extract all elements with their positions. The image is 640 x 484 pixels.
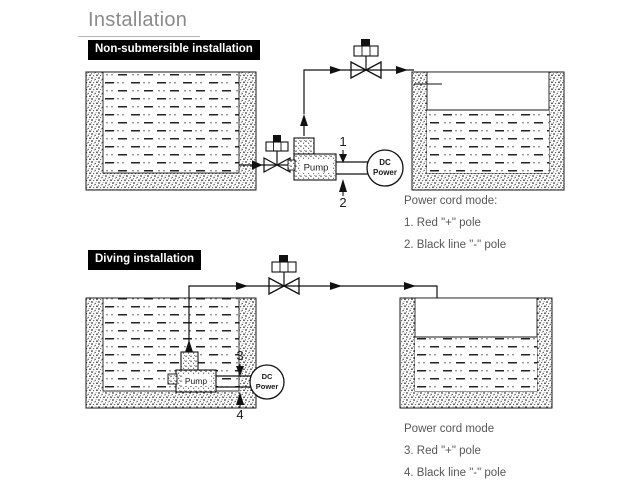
diagram-non-submersible: Pump xyxy=(85,39,565,210)
receiving-tank-2 xyxy=(399,297,553,409)
note-item: 1. Red "+" pole xyxy=(404,217,481,229)
note-power-cord-mode-2: Power cord mode 3. Red "+" pole 4. Black… xyxy=(404,418,506,484)
dc-power-label-line2: Power xyxy=(256,382,279,391)
note-power-cord-mode-1: Power cord mode: 1. Red "+" pole 2. Blac… xyxy=(404,190,506,256)
valve-handle-icon xyxy=(273,135,281,142)
cord-mark-4: 4 xyxy=(236,407,243,422)
section-tag-non-submersible: Non-submersible installation xyxy=(88,40,260,60)
gate-valve-discharge-1 xyxy=(350,39,414,80)
dc-power-1: DC Power xyxy=(336,149,404,187)
note-item: 4. Black line "-" pole xyxy=(404,467,507,479)
callout-arrow-down-icon xyxy=(236,366,244,376)
cord-callout-4: 4 xyxy=(236,392,244,422)
discharge-pipe-2 xyxy=(188,282,268,290)
flow-arrow-up-icon xyxy=(185,340,193,352)
dc-power-label-line1: DC xyxy=(262,372,273,381)
flow-arrow-icon xyxy=(404,282,416,290)
valve-handle-icon xyxy=(361,39,370,46)
note-item: 2. Black line "-" pole xyxy=(404,239,507,251)
cord-callout-3: 3 xyxy=(236,348,244,376)
cord-mark-1: 1 xyxy=(339,134,346,149)
title-underline xyxy=(78,36,200,37)
pump-label: Pump xyxy=(185,376,207,386)
cord-mark-3: 3 xyxy=(236,348,243,363)
callout-arrow-down-icon xyxy=(339,154,347,163)
note-heading: Power cord mode: xyxy=(404,195,498,207)
page-title: Installation xyxy=(88,9,188,31)
flow-arrow-icon xyxy=(330,282,342,290)
flow-arrow-icon xyxy=(330,66,342,74)
receiving-tank-1 xyxy=(411,71,565,191)
section-tag-diving: Diving installation xyxy=(88,250,202,270)
dc-power-label-line2: Power xyxy=(373,168,397,177)
cord-callout-2: 2 xyxy=(339,179,347,210)
discharge-pipe-1 xyxy=(300,66,350,136)
note-item: 3. Red "+" pole xyxy=(404,445,481,457)
cord-callout-1: 1 xyxy=(339,134,347,163)
valve-handle-icon xyxy=(279,255,288,262)
callout-arrow-up-icon xyxy=(339,179,347,192)
gate-valve-inlet-1 xyxy=(262,135,292,174)
flow-arrow-icon xyxy=(236,282,248,290)
pump-unit-2: Pump xyxy=(167,290,217,393)
source-tank-1 xyxy=(85,71,257,191)
note-heading: Power cord mode xyxy=(404,423,495,435)
dc-power-2: DC Power xyxy=(216,364,285,400)
flow-arrow-icon xyxy=(396,66,408,74)
cord-mark-2: 2 xyxy=(339,195,346,210)
pump-unit-1: Pump xyxy=(287,137,337,181)
callout-arrow-up-icon xyxy=(236,392,244,405)
pump-label: Pump xyxy=(304,163,329,174)
flow-arrow-up-icon xyxy=(300,114,308,126)
diagram-diving: Pump xyxy=(85,255,553,422)
dc-power-label-line1: DC xyxy=(379,158,391,167)
source-tank-2 xyxy=(85,297,257,409)
